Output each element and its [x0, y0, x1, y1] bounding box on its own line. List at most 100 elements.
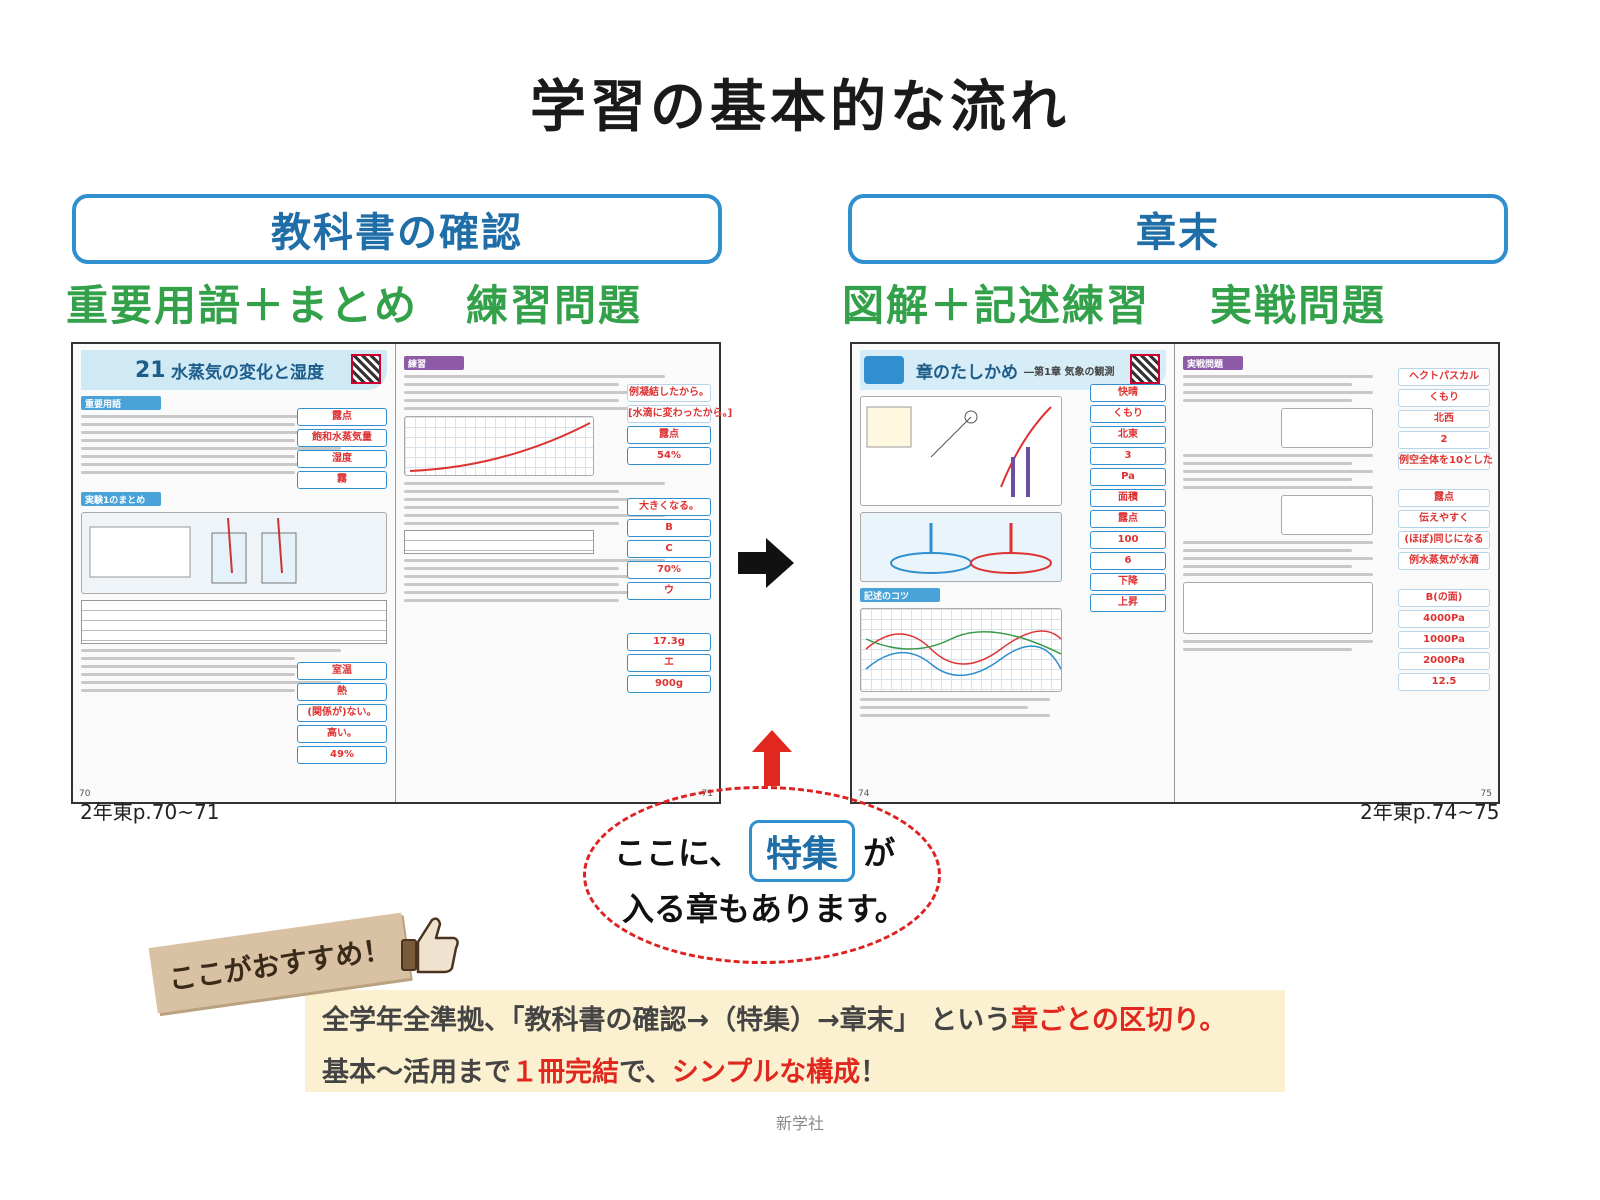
special-feature-keyword: 特集 [749, 820, 856, 882]
answer-box: 4000Pa [1398, 610, 1490, 628]
answer-box: 2 [1398, 431, 1490, 449]
answer-box: 54% [627, 447, 711, 465]
answer-box: ヘクトパスカル [1398, 368, 1490, 386]
answer-box: 高い。 [297, 725, 387, 743]
air-pressure-diagram [860, 512, 1062, 582]
thumbs-up-icon [401, 917, 459, 974]
weather-symbol-figure [1281, 408, 1374, 448]
answer-box: C [627, 540, 711, 558]
answer-box: B(の面) [1398, 589, 1490, 607]
answer-box: 49% [297, 746, 387, 764]
page-number: 74 [858, 789, 870, 799]
page-74: 章のたしかめ ―第1章 気象の観測 記述のコツ [852, 344, 1175, 802]
page-title: 学習の基本的な流れ [530, 75, 1070, 140]
data-table [81, 600, 387, 644]
answer-box: 900g [627, 675, 711, 693]
publisher-credit: 新学社 [775, 1114, 824, 1133]
section-bar: 実戦問題 [1183, 356, 1243, 370]
caption-right-pages: 2年東p.74~75 [1360, 800, 1500, 824]
answer-box: エ [627, 654, 711, 672]
answer-box: 2000Pa [1398, 652, 1490, 670]
answer-box: (関係が)ない。 [297, 704, 387, 722]
answer-column: 露点 飽和水蒸気量 湿度 霧 [297, 408, 387, 489]
air-flow-illustration [890, 523, 1052, 574]
section-bar: 実験1のまとめ [81, 492, 161, 506]
answer-box: 例空全体を10とした [1398, 452, 1493, 470]
callout-line-2: 入る章もあります。 [622, 890, 907, 928]
page-75: 実戦問題 ヘクトパスカル くもり 北西 2 例空全体を10とした 露点 伝えやす… [1175, 344, 1498, 802]
page-number: 70 [79, 789, 91, 799]
answer-column: ヘクトパスカル くもり 北西 2 例空全体を10とした 露点 伝えやすく (ほぼ… [1398, 368, 1493, 691]
answer-box: B [627, 519, 711, 537]
answer-box: ウ [627, 582, 711, 600]
answer-box: 面積 [1090, 489, 1166, 507]
answer-box: 熱 [297, 683, 387, 701]
graph-figure [404, 416, 595, 476]
answer-box: 70% [627, 561, 711, 579]
callout-line-1: ここに、 特集 が [614, 820, 895, 882]
brick-sponge-figure [1183, 582, 1374, 634]
chapter-header: 章のたしかめ ―第1章 気象の観測 [860, 350, 1166, 390]
label-diagram-writing: 図解＋記述練習 [842, 281, 1151, 330]
answer-column: 室温 熱 (関係が)ない。 高い。 49% [297, 662, 387, 764]
answer-box: 3 [1090, 447, 1166, 465]
qr-code-icon [1130, 354, 1160, 384]
cups-illustration [89, 517, 297, 584]
answer-box: 12.5 [1398, 673, 1490, 691]
answer-box: Pa [1090, 468, 1166, 486]
recommend-line-2-emphasis-a: １冊完結 [511, 1057, 619, 1088]
recommend-line-2-text-a: 基本～活用まで [322, 1057, 511, 1088]
callout-bubble [583, 786, 941, 964]
label-applied-problems: 実戦問題 [1210, 281, 1387, 330]
answer-box: 快晴 [1090, 384, 1166, 402]
page-71: 練習 例凝結したから。 [水滴に変わったから。] 露点 54% 大きくなる。 B… [396, 344, 732, 802]
recommend-line-2-text-b: で、 [619, 1057, 672, 1088]
recommendation-panel [305, 990, 1285, 1092]
return-arrow-icon [864, 356, 904, 384]
answer-box: 例水蒸気が水滴 [1398, 552, 1490, 570]
caption-left-pages: 2年東p.70~71 [80, 800, 220, 824]
answer-box: 露点 [297, 408, 387, 426]
answer-box: (ほぼ)同じになる [1398, 531, 1490, 549]
beaker-figure [1281, 495, 1374, 535]
data-table [404, 530, 595, 554]
section-bar: 記述のコツ [860, 588, 940, 602]
answer-box: 飽和水蒸気量 [297, 429, 387, 447]
answer-box: 湿度 [297, 450, 387, 468]
weather-line-graph [865, 630, 1062, 676]
answer-box: 室温 [297, 662, 387, 680]
answer-box: くもり [1090, 405, 1166, 423]
chapter-title: 章のたしかめ [916, 362, 1018, 383]
answer-box: [水滴に変わったから。] [627, 405, 732, 423]
weather-symbols-illustration [866, 406, 1052, 497]
answer-box: 例凝結したから。 [627, 384, 711, 402]
answer-box: 17.3g [627, 633, 711, 651]
answer-box: 1000Pa [1398, 631, 1490, 649]
answer-box: 100 [1090, 531, 1166, 549]
label-practice-problems: 練習問題 [466, 281, 643, 330]
recommend-line-1-text: 全学年全準拠、「教科書の確認→（特集）→章末」 という [322, 1005, 1012, 1036]
page-number: 75 [1480, 789, 1492, 799]
lesson-title: 水蒸気の変化と湿度 [171, 362, 324, 383]
saturation-curve [409, 422, 591, 472]
chapter-subtitle: ―第1章 気象の観測 [1024, 366, 1115, 378]
answer-box: 上昇 [1090, 594, 1166, 612]
lesson-number: 21 [135, 357, 166, 383]
experiment-figure [81, 512, 387, 594]
answer-box: 露点 [1090, 510, 1166, 528]
section-bar: 重要用語 [81, 396, 161, 410]
qr-code-icon [351, 354, 381, 384]
answer-box: 大きくなる。 [627, 498, 711, 516]
answer-column: 快晴 くもり 北東 3 Pa 面積 露点 100 6 下降 上昇 [1090, 384, 1166, 612]
recommend-line-1: 全学年全準拠、「教科書の確認→（特集）→章末」 という章ごとの区切り。 [322, 998, 1226, 1037]
answer-box: 霧 [297, 471, 387, 489]
label-key-terms-summary: 重要用語＋まとめ [66, 281, 419, 330]
lesson-header: 21 水蒸気の変化と湿度 [81, 350, 387, 390]
answer-box: 6 [1090, 552, 1166, 570]
answer-column: 例凝結したから。 [水滴に変わったから。] 露点 54% 大きくなる。 B C … [627, 384, 732, 693]
section-bar: 練習 [404, 356, 464, 370]
section-header-chapter-end: 章末 [848, 194, 1508, 264]
callout-prefix: ここに、 [614, 834, 742, 872]
weather-graph [860, 608, 1062, 692]
recommend-line-2: 基本～活用まで１冊完結で、シンプルな構成！ [322, 1050, 887, 1089]
